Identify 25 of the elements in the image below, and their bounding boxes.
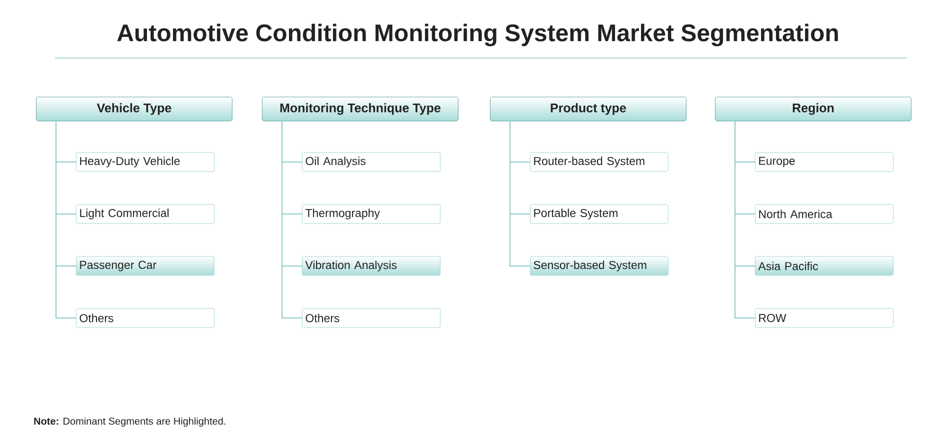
segment-box: Others: [76, 308, 214, 328]
connector: [282, 120, 302, 318]
segment-box: Heavy-Duty Vehicle: [76, 152, 214, 172]
connector: [734, 120, 756, 318]
title: Automotive Condition Monitoring System Market Segmentation: [117, 24, 838, 46]
category-header: Vehicle Type: [36, 96, 232, 122]
segment-box: Passenger Car: [76, 256, 214, 276]
connector: [510, 120, 530, 266]
category-header: Monitoring Technique Type: [262, 96, 458, 122]
note: Note: Dominant Segments are Highlighted.: [34, 417, 226, 427]
segment-box: Thermography: [302, 204, 440, 224]
segment-box: ROW: [755, 308, 894, 328]
category-header: Region: [715, 96, 912, 122]
segment-box: Portable System: [530, 204, 668, 224]
segment-box: Vibration Analysis: [302, 256, 440, 276]
segment-box: North America: [755, 204, 894, 224]
connector: [56, 120, 76, 318]
segment-box: Router-based System: [530, 152, 668, 172]
segment-box: Europe: [755, 152, 894, 172]
segment-box: Asia Pacific: [755, 256, 894, 276]
segment-box: Sensor-based System: [530, 256, 668, 276]
segment-box: Others: [302, 308, 440, 328]
segment-box: Oil Analysis: [302, 152, 440, 172]
segment-box: Light Commercial: [76, 204, 214, 224]
category-header: Product type: [490, 96, 686, 122]
